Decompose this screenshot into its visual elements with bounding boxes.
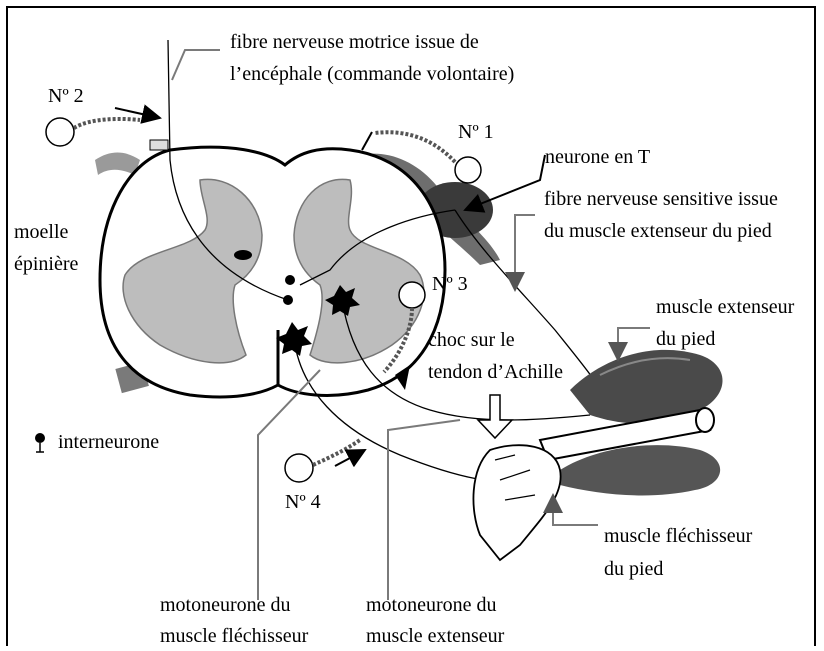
electrode-icon-no4 <box>285 440 365 482</box>
label-no2: Nº 2 <box>48 82 84 111</box>
label-fibre-motrice-l2: l’encéphale (commande volontaire) <box>230 60 514 89</box>
label-muscle-flechisseur-l2: du pied <box>604 555 663 584</box>
label-moelle-l1: moelle <box>14 218 68 247</box>
label-muscle-extenseur-l2: du pied <box>656 325 715 354</box>
label-choc-l1: choc sur le <box>428 326 515 355</box>
interneurone-body <box>285 275 295 285</box>
label-moto-flechisseur-l1: motoneurone du <box>160 591 291 620</box>
label-moto-extenseur-l1: motoneurone du <box>366 591 497 620</box>
label-moelle-l2: épinière <box>14 250 78 279</box>
stimulus-arrow-icon <box>478 395 512 438</box>
label-interneurone: interneurone <box>58 428 159 457</box>
label-no3: Nº 3 <box>432 270 468 299</box>
electrode-icon-no2 <box>46 108 168 150</box>
label-moto-extenseur-l2: muscle extenseur <box>366 622 504 651</box>
interneurone-icon <box>35 433 45 452</box>
central-canal <box>234 250 252 260</box>
label-choc-l2: tendon d’Achille <box>428 358 563 387</box>
label-no4: Nº 4 <box>285 488 321 517</box>
label-no1: Nº 1 <box>458 118 494 147</box>
foot-bones <box>473 445 560 560</box>
label-muscle-extenseur-l1: muscle extenseur <box>656 293 794 322</box>
label-muscle-flechisseur-l1: muscle fléchisseur <box>604 522 752 551</box>
label-fibre-motrice-l1: fibre nerveuse motrice issue de <box>230 28 479 57</box>
label-moto-flechisseur-l2: muscle fléchisseur <box>160 622 308 651</box>
label-neurone-en-t: neurone en T <box>545 143 650 172</box>
label-fibre-sensitive-l2: du muscle extenseur du pied <box>544 217 772 246</box>
label-fibre-sensitive-l1: fibre nerveuse sensitive issue <box>544 185 778 214</box>
